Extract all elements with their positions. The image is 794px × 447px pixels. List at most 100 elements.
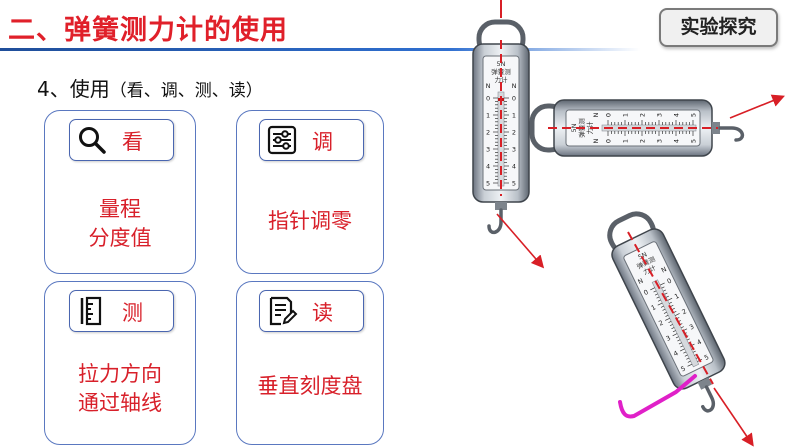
scale-tick xyxy=(657,302,663,306)
title-bar: 二、弹簧测力计的使用 xyxy=(0,0,650,51)
section-subtitle: 4、使用（看、调、测、读） xyxy=(37,73,263,102)
page-title: 二、弹簧测力计的使用 xyxy=(8,15,288,46)
annotation-checkmark xyxy=(618,374,697,419)
ruler-icon xyxy=(80,296,102,326)
scale-tick xyxy=(668,321,672,323)
scale-number: 3 xyxy=(486,146,490,154)
scale-unit-right: N xyxy=(512,82,517,90)
card-measure-text: 拉力方向 通过轴线 xyxy=(45,360,195,418)
scale-tick xyxy=(672,333,678,337)
card-look-text: 量程 分度值 xyxy=(45,195,195,253)
scale-number: 0 xyxy=(512,95,516,103)
scale-unit-right: N xyxy=(660,265,668,274)
scale-number: 0 xyxy=(642,288,649,297)
chip-read[interactable]: 读 xyxy=(259,290,364,332)
scale-tick xyxy=(675,336,679,339)
card-adjust: 调 指针调零 xyxy=(236,110,384,274)
chip-look[interactable]: 看 xyxy=(69,119,174,161)
document-edit-icon xyxy=(269,296,298,326)
scale-tick xyxy=(663,289,667,292)
scale-tick xyxy=(680,345,684,348)
scale-tick xyxy=(663,311,667,314)
scale-unit-right: N xyxy=(592,112,600,117)
scale-face-text: 力计 xyxy=(495,75,509,84)
scale-tick xyxy=(657,299,661,302)
scale-number: 3 xyxy=(665,334,672,343)
card-adjust-text: 指针调零 xyxy=(237,207,383,236)
scale-number: 5 xyxy=(690,139,698,143)
scale-tick xyxy=(656,296,660,299)
subtitle-main: 4、使用 xyxy=(37,77,110,101)
scale-number: 4 xyxy=(673,113,681,117)
scale-number: 5 xyxy=(690,113,698,117)
scale-tick xyxy=(686,338,690,341)
scale-tick xyxy=(668,301,672,304)
scale-tick xyxy=(674,313,680,316)
force-arrow-2 xyxy=(729,94,785,119)
scale-number: 3 xyxy=(512,146,516,154)
scale-number: 4 xyxy=(673,139,681,143)
card-measure-line-1: 拉力方向 xyxy=(78,362,162,386)
scale-tick xyxy=(687,363,693,367)
scale-tick xyxy=(650,287,655,291)
scale-number: 2 xyxy=(639,139,647,143)
scale-number: 5 xyxy=(680,364,687,373)
card-adjust-line-1: 指针调零 xyxy=(268,209,352,233)
scale-tick xyxy=(653,290,657,293)
experiment-badge[interactable]: 实验探究 xyxy=(659,8,778,47)
scale-number: 0 xyxy=(486,95,490,103)
scale-tick xyxy=(677,339,681,342)
scale-tick xyxy=(665,314,669,317)
scale-tick xyxy=(671,327,675,330)
scale-unit-left: N xyxy=(592,138,600,143)
scale-tick xyxy=(667,297,673,301)
scale-tick xyxy=(662,308,666,311)
scale-unit-left: N xyxy=(486,82,491,90)
scale-tick xyxy=(680,326,684,329)
scale-face-text: 5N xyxy=(637,250,649,261)
scale-number: 1 xyxy=(512,112,516,120)
scale-unit-left: N xyxy=(637,277,645,286)
scale-number: 2 xyxy=(681,307,688,316)
scale-tick xyxy=(670,304,674,307)
spring-scale-tilted: 5N弹簧测力计NN001122334455 xyxy=(599,206,742,420)
scale-number: 2 xyxy=(657,319,664,328)
scale-tick xyxy=(665,295,669,298)
axis-line-3 xyxy=(627,231,714,385)
scale-number: 5 xyxy=(703,353,710,362)
scale-tick xyxy=(660,305,664,308)
chip-adjust-label: 调 xyxy=(312,130,333,154)
scale-number: 2 xyxy=(639,113,647,117)
scale-tick xyxy=(665,317,670,321)
force-arrow-1 xyxy=(496,213,545,269)
card-read-text: 垂直刻度盘 xyxy=(237,372,383,401)
scale-number: 3 xyxy=(688,323,695,332)
scale-number: 1 xyxy=(673,292,680,301)
scale-tick xyxy=(661,286,665,289)
scale-number: 4 xyxy=(486,163,490,171)
force-arrow-3 xyxy=(713,387,754,447)
chip-look-label: 看 xyxy=(122,130,143,154)
scale-tick xyxy=(692,350,696,353)
scale-number: 5 xyxy=(486,180,490,188)
scale-number: 4 xyxy=(672,349,679,358)
scale-number: 0 xyxy=(605,113,613,117)
scale-tick xyxy=(678,342,682,345)
scale-tick xyxy=(686,357,690,360)
scale-number: 3 xyxy=(656,113,664,117)
scale-number: 4 xyxy=(512,163,516,171)
magnifier-icon xyxy=(79,127,106,154)
scale-number: 1 xyxy=(622,139,630,143)
card-read: 读 垂直刻度盘 xyxy=(236,281,384,445)
chip-read-label: 读 xyxy=(312,301,333,325)
chip-adjust[interactable]: 调 xyxy=(259,119,364,161)
scale-number: 5 xyxy=(512,180,516,188)
scale-face-text: 力计 xyxy=(585,121,594,135)
chip-measure[interactable]: 测 xyxy=(69,290,174,332)
scale-number: 2 xyxy=(512,129,516,137)
scale-tick xyxy=(687,360,691,363)
card-measure-line-2: 通过轴线 xyxy=(78,391,162,415)
card-look: 看 量程 分度值 xyxy=(44,110,196,274)
scale-tick xyxy=(672,330,676,333)
